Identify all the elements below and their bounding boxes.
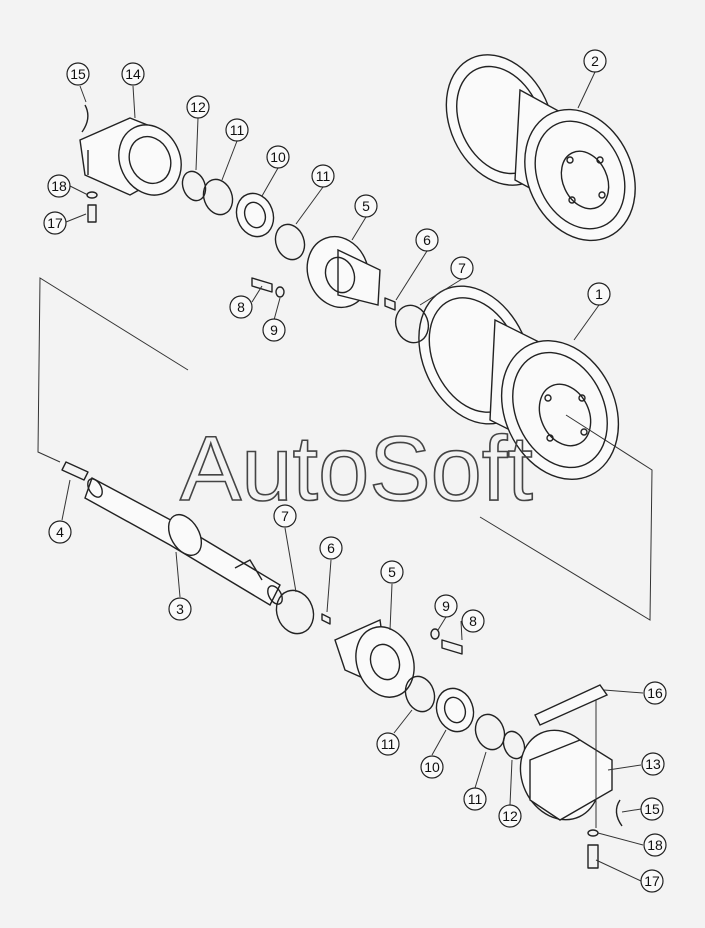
- callout-10-top[interactable]: 10: [266, 145, 290, 169]
- callout-6-bottom[interactable]: 6: [319, 536, 343, 560]
- callout-3[interactable]: 3: [168, 597, 192, 621]
- o-ring-11-bottom-b: [474, 713, 506, 751]
- callout-11-bottom-b[interactable]: 11: [463, 787, 487, 811]
- svg-text:2: 2: [591, 53, 599, 69]
- svg-text:11: 11: [468, 791, 483, 807]
- washer-9-bottom: [430, 628, 440, 640]
- o-ring-7-bottom: [275, 589, 315, 635]
- svg-text:1: 1: [595, 286, 603, 302]
- callout-7-top[interactable]: 7: [450, 256, 474, 280]
- svg-text:18: 18: [647, 837, 663, 853]
- svg-text:11: 11: [230, 122, 245, 138]
- svg-text:17: 17: [47, 215, 63, 231]
- assembly-guide-lines: [37, 277, 653, 621]
- callout-14[interactable]: 14: [121, 62, 145, 86]
- track-roller-2: [445, 54, 636, 242]
- callouts: 15 14 12 11 10 11 5 6 7 2 1 18 17 8 9 4 …: [43, 49, 667, 893]
- callout-leaders: [61, 71, 644, 882]
- o-ring-11-top: [202, 178, 234, 216]
- svg-text:15: 15: [644, 801, 660, 817]
- svg-text:12: 12: [190, 99, 206, 115]
- callout-7-bottom[interactable]: 7: [273, 504, 297, 528]
- washer-18-bottom: [587, 829, 599, 837]
- end-collar-14: [79, 117, 182, 196]
- o-ring-11-bottom-a: [404, 675, 436, 713]
- retainer-clip-15-bottom: [615, 799, 623, 827]
- svg-text:6: 6: [327, 540, 335, 556]
- svg-text:13: 13: [645, 756, 661, 772]
- pin-6-top: [384, 297, 396, 311]
- bolt-8-top: [251, 277, 273, 293]
- svg-text:5: 5: [388, 564, 396, 580]
- svg-text:15: 15: [70, 66, 86, 82]
- svg-text:11: 11: [381, 736, 396, 752]
- cover-plate-16: [534, 684, 609, 726]
- callout-8-top[interactable]: 8: [229, 295, 253, 319]
- svg-text:10: 10: [424, 759, 440, 775]
- callout-9-top[interactable]: 9: [262, 318, 286, 342]
- svg-text:8: 8: [237, 299, 245, 315]
- svg-text:7: 7: [458, 260, 466, 276]
- callout-4[interactable]: 4: [48, 520, 72, 544]
- floating-seal-10-bottom: [435, 687, 475, 733]
- callout-5-bottom[interactable]: 5: [380, 560, 404, 584]
- callout-17-top[interactable]: 17: [43, 211, 67, 235]
- svg-text:4: 4: [56, 524, 64, 540]
- svg-text:3: 3: [176, 601, 184, 617]
- callout-16[interactable]: 16: [643, 681, 667, 705]
- svg-text:9: 9: [442, 598, 450, 614]
- svg-text:6: 6: [423, 232, 431, 248]
- washer-9-top: [275, 286, 285, 298]
- svg-text:17: 17: [644, 873, 660, 889]
- plug-4: [61, 461, 89, 481]
- bolt-17-top: [87, 204, 97, 223]
- o-ring-7-top: [394, 304, 430, 344]
- svg-text:12: 12: [502, 808, 518, 824]
- callout-15-top[interactable]: 15: [66, 62, 90, 86]
- svg-text:9: 9: [270, 322, 278, 338]
- retainer-clip-15-top: [81, 104, 89, 133]
- svg-text:7: 7: [281, 508, 289, 524]
- callout-11-bottom-a[interactable]: 11: [376, 732, 400, 756]
- watermark-text: AutoSoft: [180, 418, 533, 520]
- svg-text:8: 8: [469, 613, 477, 629]
- o-ring-12-top: [181, 170, 207, 202]
- callout-18-top[interactable]: 18: [47, 174, 71, 198]
- svg-text:10: 10: [270, 149, 286, 165]
- svg-text:11: 11: [316, 168, 331, 184]
- callout-6-top[interactable]: 6: [415, 228, 439, 252]
- o-ring-12-bottom: [502, 730, 526, 760]
- bolt-17-bottom: [587, 844, 599, 869]
- callout-12-top[interactable]: 12: [186, 95, 210, 119]
- callout-10-bottom[interactable]: 10: [420, 755, 444, 779]
- pin-6-bottom: [321, 613, 331, 625]
- callout-13[interactable]: 13: [641, 752, 665, 776]
- roller-shaft-3: [84, 476, 283, 606]
- callout-8-bottom[interactable]: 8: [461, 609, 485, 633]
- bolt-8-bottom: [441, 639, 463, 655]
- bushing-5-bottom: [334, 618, 415, 698]
- floating-seal-10-top: [235, 192, 275, 238]
- callout-2[interactable]: 2: [583, 49, 607, 73]
- callout-5-top[interactable]: 5: [354, 194, 378, 218]
- bushing-5-top: [306, 235, 381, 309]
- svg-text:14: 14: [125, 66, 141, 82]
- callout-18-bottom[interactable]: 18: [643, 833, 667, 857]
- washer-18-top: [86, 191, 98, 199]
- callout-12-bottom[interactable]: 12: [498, 804, 522, 828]
- callout-11-mid[interactable]: 11: [311, 164, 335, 188]
- track-roller-1: [418, 285, 620, 480]
- callout-15-bottom[interactable]: 15: [640, 797, 664, 821]
- callout-17-bottom[interactable]: 17: [640, 869, 664, 893]
- callout-1[interactable]: 1: [587, 282, 611, 306]
- svg-text:5: 5: [362, 198, 370, 214]
- svg-text:16: 16: [647, 685, 663, 701]
- o-ring-11-mid: [274, 223, 306, 261]
- svg-text:18: 18: [51, 178, 67, 194]
- end-collar-13: [519, 729, 613, 821]
- callout-9-bottom[interactable]: 9: [434, 594, 458, 618]
- callout-11-top[interactable]: 11: [225, 118, 249, 142]
